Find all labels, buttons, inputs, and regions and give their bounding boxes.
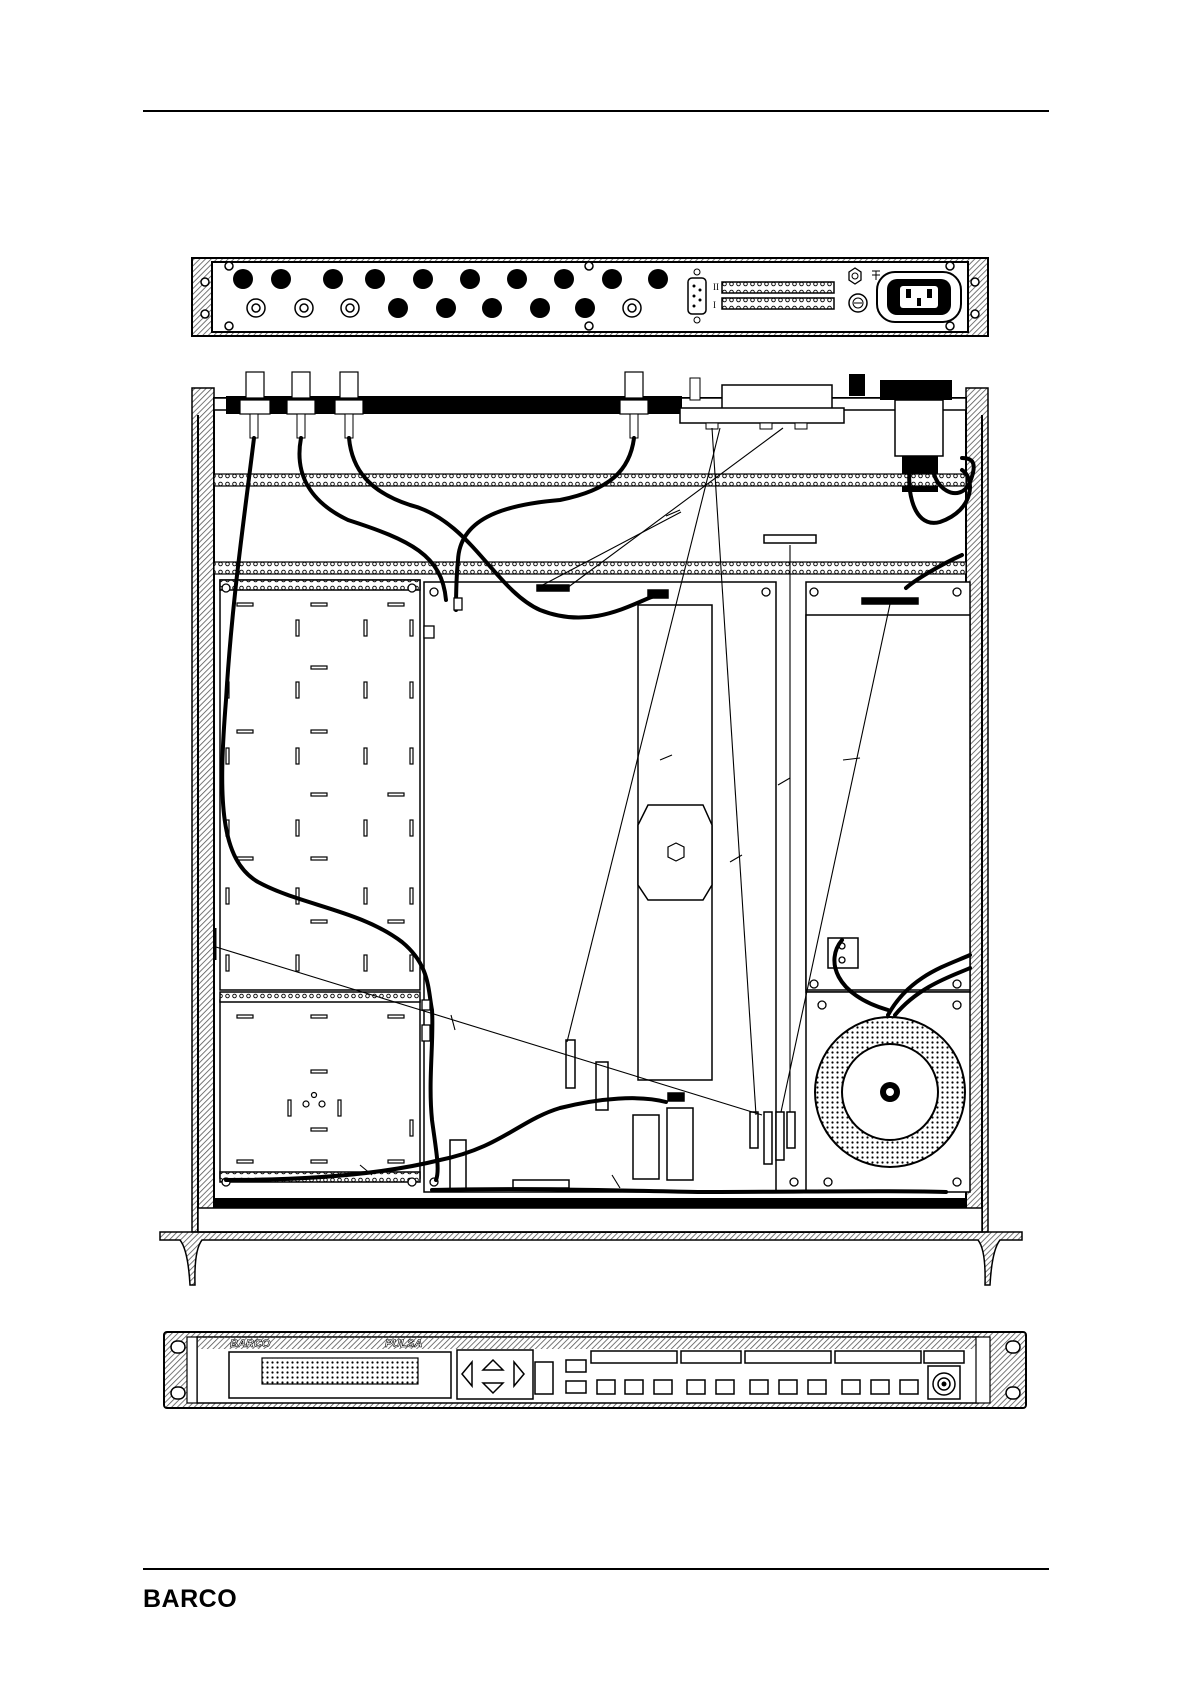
toroidal-transformer <box>815 1017 965 1167</box>
front-bnc-connector <box>933 1373 955 1395</box>
left-circuit-board <box>220 580 420 1182</box>
rear-panel: II I <box>192 258 988 336</box>
connector-label-ii: II <box>713 282 719 292</box>
front-panel: BARCO PULSA <box>164 1332 1026 1408</box>
fuse-holder <box>849 294 867 312</box>
chassis-top-view <box>160 372 1022 1285</box>
connector-label-i: I <box>713 300 716 310</box>
barco-logo: BARCO <box>143 1585 237 1614</box>
front-brand-text: BARCO <box>230 1338 271 1350</box>
front-model-text: PULSA <box>385 1338 422 1350</box>
lcd-display <box>262 1358 418 1384</box>
mains-socket <box>877 272 961 322</box>
